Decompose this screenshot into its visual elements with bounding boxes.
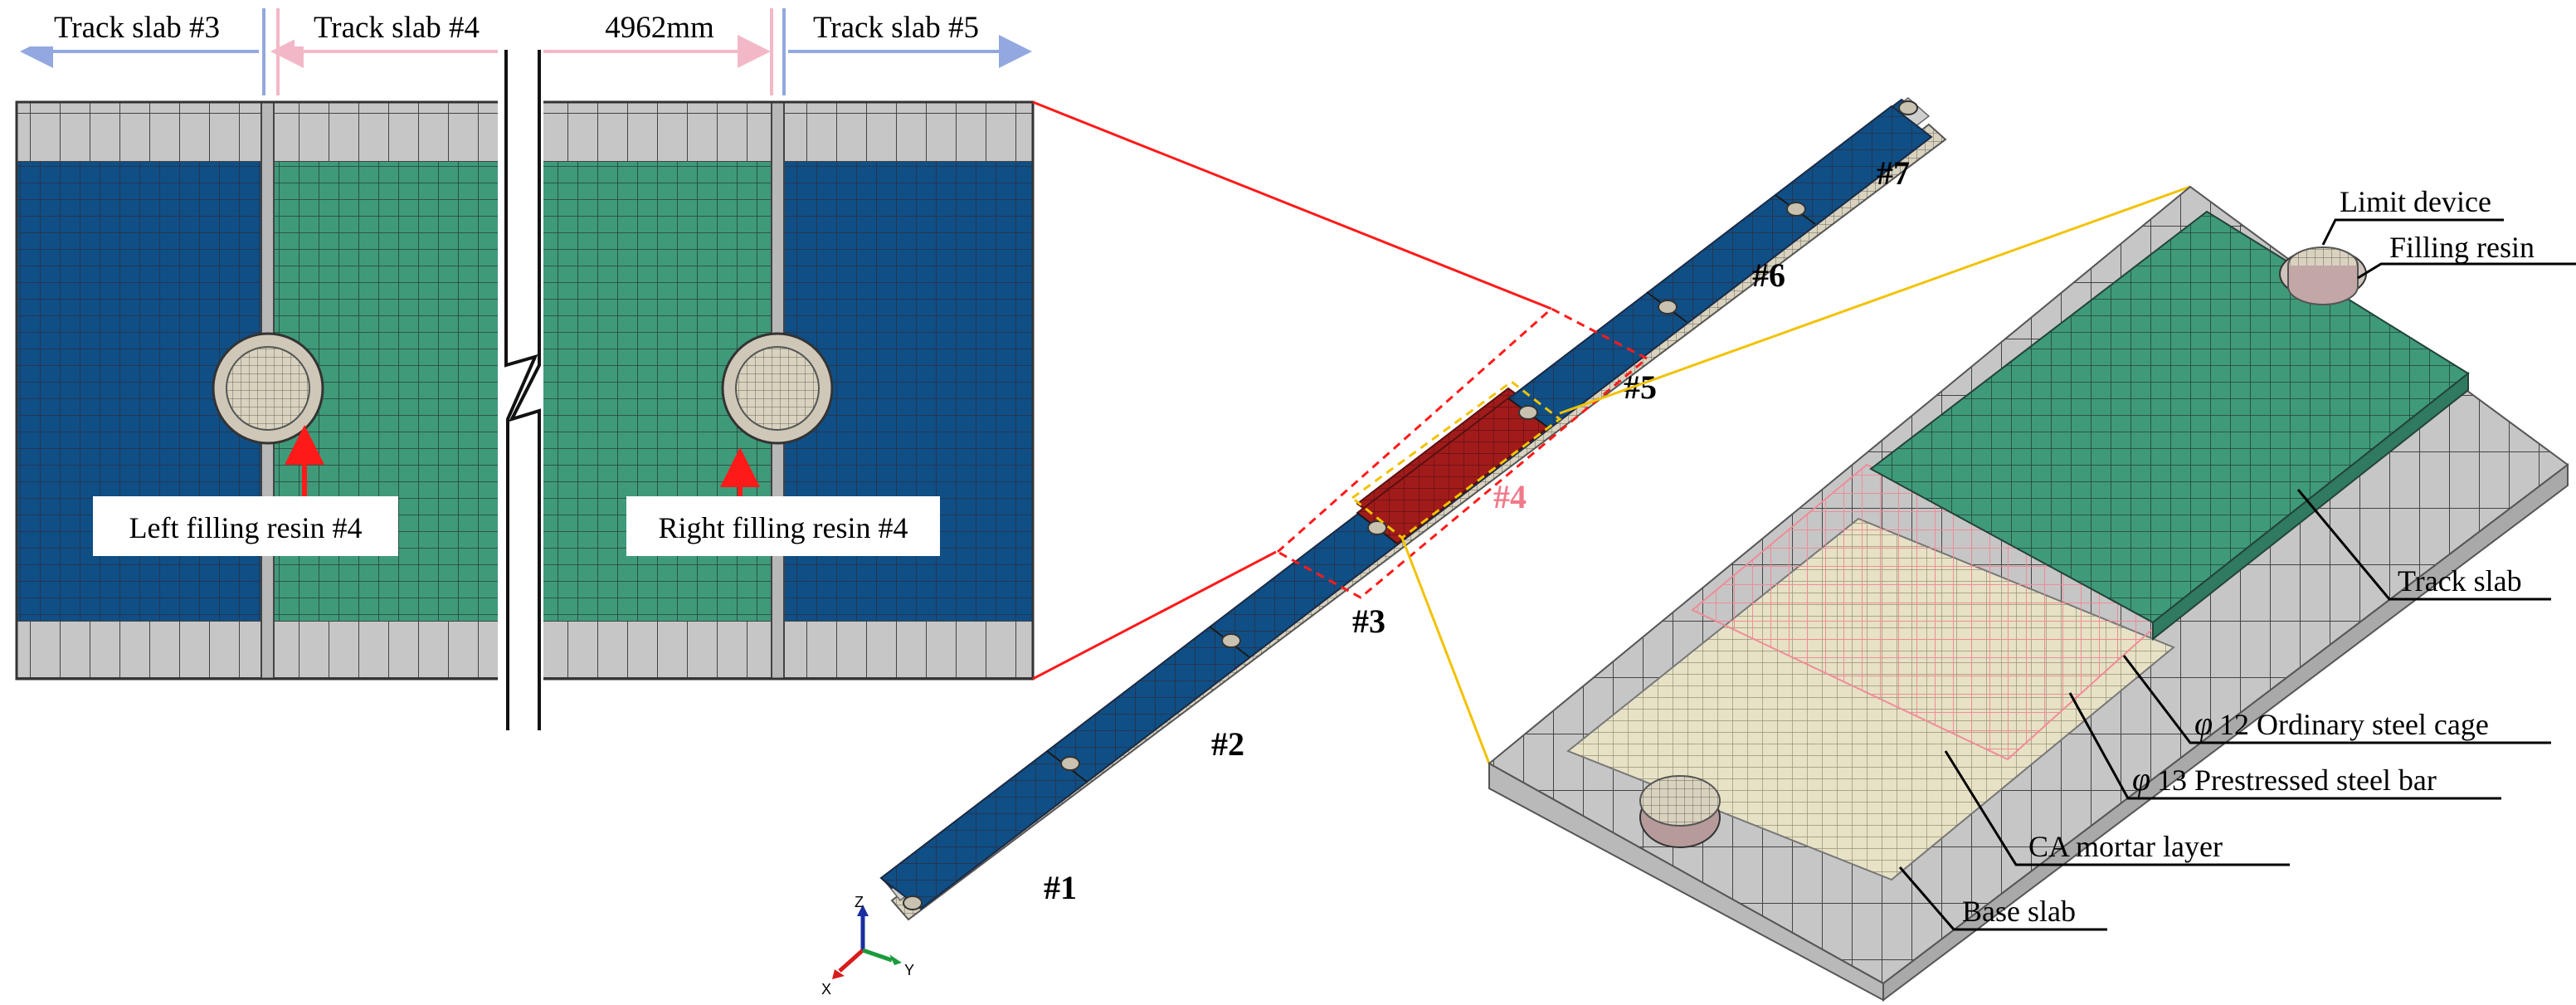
slab-number-5: #5 <box>1624 368 1657 406</box>
right-limit-device <box>735 346 820 431</box>
slab-number-3: #3 <box>1352 603 1385 640</box>
slab-number-6: #6 <box>1752 256 1785 294</box>
z-axis-label: Z <box>855 894 864 910</box>
leader-limit-device <box>2321 218 2504 246</box>
slab-number-2: #2 <box>1211 725 1244 763</box>
label-base-slab: Base slab <box>1962 895 2076 928</box>
label-track-slab: Track slab <box>2398 564 2522 598</box>
track-slab-5-label: Track slab #5 <box>813 11 979 45</box>
x-axis-label: X <box>821 981 831 998</box>
detail-connector-top <box>1559 185 2191 415</box>
label-prestressed-symbol: φ <box>2132 760 2150 798</box>
slab-number-7: #7 <box>1877 154 1910 192</box>
slab4-label-bg <box>295 8 494 46</box>
overview-selection-yellow <box>1350 380 1562 539</box>
leader-base-slab <box>1898 866 2107 931</box>
length-label-bg <box>585 8 734 46</box>
detail-labels: Limit device Filling resin Track slab φ … <box>1898 185 2576 931</box>
left-callout-box <box>93 496 398 556</box>
label-ca-mortar: CA mortar layer <box>2028 830 2223 863</box>
slab-number-1: #1 <box>1044 869 1077 906</box>
track-slab-3-label: Track slab #3 <box>54 11 220 45</box>
leader-prestressed-bar <box>2068 692 2501 800</box>
label-limit-device: Limit device <box>2340 185 2491 218</box>
left-limit-device <box>226 346 310 431</box>
detail-connector-bottom <box>1400 537 1491 764</box>
slab-length-label: 4962mm <box>605 11 714 45</box>
y-axis-label: Y <box>904 962 914 978</box>
label-prestressed-bar: 13 Prestressed steel bar <box>2157 764 2437 797</box>
right-callout-box <box>626 496 940 556</box>
slab5-label-bg <box>792 8 996 46</box>
overview-selection-red <box>1275 307 1649 599</box>
label-filling-resin: Filling resin <box>2389 231 2535 264</box>
axis-triad: Z X Y <box>821 894 914 998</box>
y-axis <box>862 948 893 963</box>
track-slab-4-label: Track slab #4 <box>314 11 480 45</box>
plan-view: Left filling resin #4 Right filling resi… <box>15 8 1035 730</box>
leader-ca-mortar <box>1944 750 2290 866</box>
break-line-right <box>509 50 541 730</box>
leader-filling-resin <box>2357 262 2576 280</box>
break-line-left <box>504 50 538 730</box>
leader-track-slab <box>2296 489 2551 601</box>
overview-model: #1 #2 #3 #4 #5 #6 #7 <box>879 97 1947 921</box>
slab3-label-bg <box>25 8 249 46</box>
label-ordinary-cage: 12 Ordinary steel cage <box>2219 708 2489 741</box>
x-axis <box>838 949 864 973</box>
right-callout-label: Right filling resin #4 <box>659 511 908 544</box>
zoom-connector-bottom <box>1032 550 1277 681</box>
left-callout-label: Left filling resin #4 <box>129 511 363 544</box>
label-ordinary-cage-symbol: φ <box>2194 705 2213 742</box>
slab-number-4: #4 <box>1493 478 1527 515</box>
overview-limit-devices <box>903 100 1918 910</box>
leader-ordinary-cage <box>2122 655 2551 744</box>
zoom-connector-top <box>1032 100 1552 310</box>
